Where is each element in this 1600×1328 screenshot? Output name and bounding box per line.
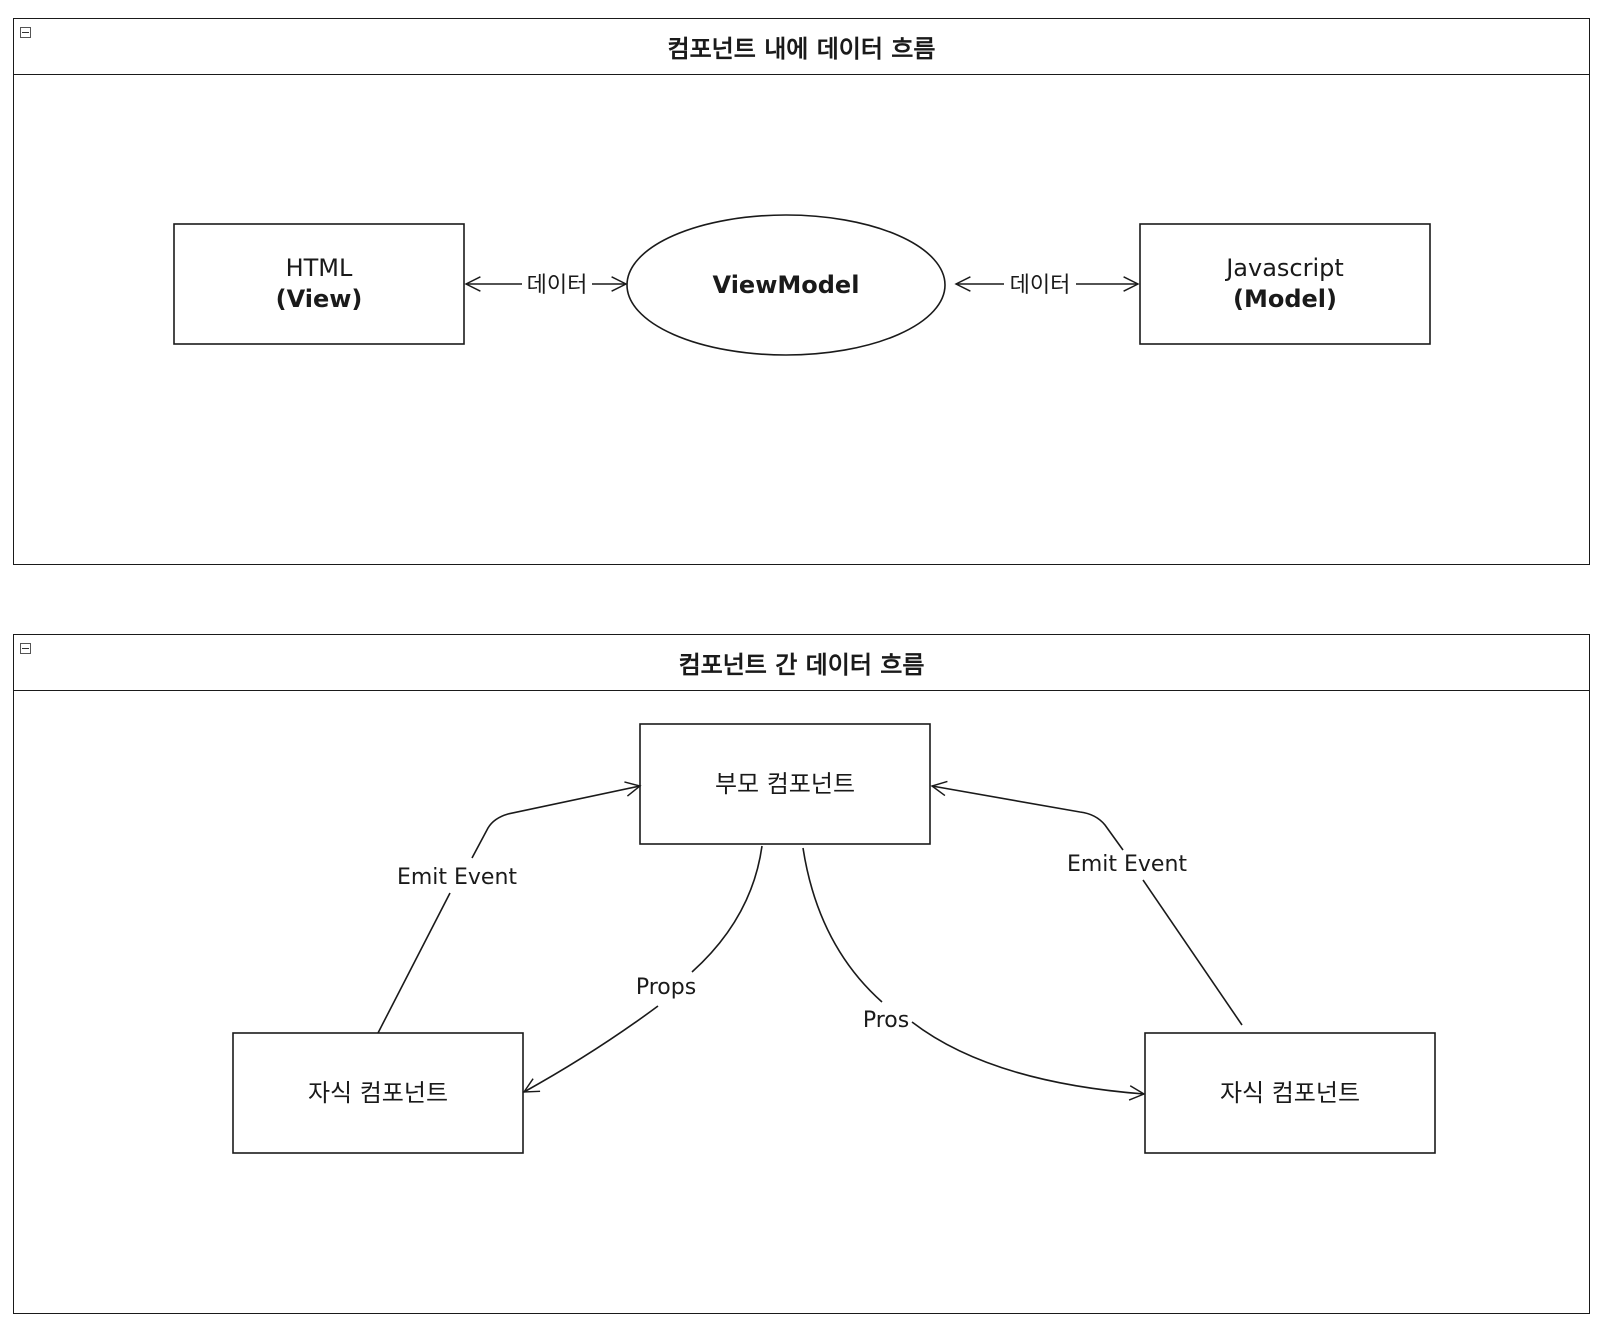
node-js-model[interactable]: Javascript (Model) <box>1139 223 1431 345</box>
node-js-model-line2: (Model) <box>1233 285 1337 313</box>
edge-viewmodel-model: 데이터 <box>954 273 1140 298</box>
node-viewmodel-label: ViewModel <box>713 271 860 299</box>
container-bottom-title: 컴포넌트 간 데이터 흐름 <box>678 651 925 679</box>
node-html-view-line1: HTML <box>286 254 353 282</box>
container-top-header: 컴포넌트 내에 데이터 흐름 <box>14 19 1589 75</box>
container-top-title: 컴포넌트 내에 데이터 흐름 <box>667 35 936 63</box>
node-html-view-line2: (View) <box>276 285 363 313</box>
node-js-model-line1: Javascript <box>1224 254 1344 282</box>
edge-props-right-label: Pros <box>863 1008 909 1033</box>
edge-viewmodel-model-label: 데이터 <box>1010 273 1071 298</box>
edge-emit-left-label: Emit Event <box>397 865 517 890</box>
edge-view-viewmodel-label: 데이터 <box>527 273 588 298</box>
edge-emit-right: Emit Event <box>930 780 1243 1026</box>
node-viewmodel[interactable]: ViewModel <box>626 214 946 356</box>
node-child-right-label: 자식 컴포넌트 <box>1220 1079 1360 1107</box>
collapse-top-icon[interactable] <box>20 27 31 38</box>
edge-props-right: Pros <box>802 847 1146 1101</box>
container-bottom-header: 컴포넌트 간 데이터 흐름 <box>14 635 1589 691</box>
node-child-right[interactable]: 자식 컴포넌트 <box>1144 1032 1436 1154</box>
edge-emit-right-label: Emit Event <box>1067 852 1187 877</box>
node-parent[interactable]: 부모 컴포넌트 <box>639 723 931 845</box>
edge-view-viewmodel: 데이터 <box>464 273 628 298</box>
node-child-left[interactable]: 자식 컴포넌트 <box>232 1032 524 1154</box>
node-html-view[interactable]: HTML (View) <box>173 223 465 345</box>
node-parent-label: 부모 컴포넌트 <box>715 770 855 798</box>
collapse-bottom-icon[interactable] <box>20 643 31 654</box>
edge-props-left-label: Props <box>636 975 696 1000</box>
edge-props-left: Props <box>522 845 763 1093</box>
edge-emit-left: Emit Event <box>377 781 642 1034</box>
node-child-left-label: 자식 컴포넌트 <box>308 1079 448 1107</box>
